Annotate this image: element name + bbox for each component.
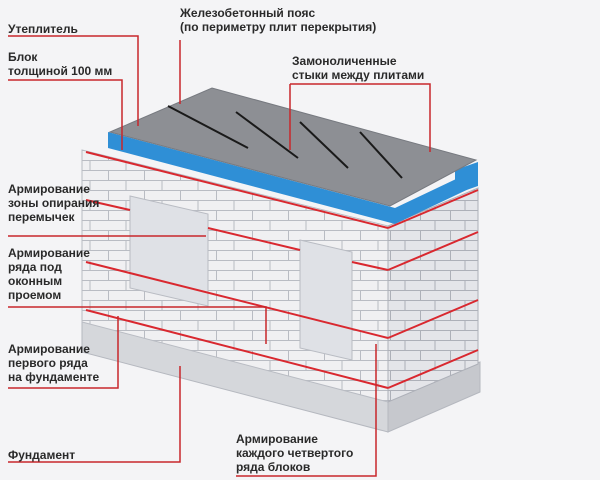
label-lintel: Армирование зоны опирания перемычек: [8, 182, 100, 224]
label-block: Блок толщиной 100 мм: [8, 50, 113, 78]
rebar-lines: [85, 151, 479, 389]
label-window-row: Армирование ряда под оконным проемом: [8, 246, 90, 302]
label-belt: Железобетонный пояс (по периметру плит п…: [180, 6, 377, 34]
insulation-strip: [108, 132, 478, 224]
window-opening-right: [299, 239, 353, 361]
label-every-fourth: Армирование каждого четвертого ряда блок…: [236, 432, 354, 474]
floor-slab: [108, 87, 478, 207]
label-foundation: Фундамент: [8, 448, 76, 462]
leader-lines: [8, 35, 431, 477]
label-insulation: Утеплитель: [8, 22, 78, 36]
label-first-row: Армирование первого ряда на фундаменте: [8, 342, 100, 384]
label-joints: Замоноличенные стыки между плитами: [292, 54, 425, 82]
